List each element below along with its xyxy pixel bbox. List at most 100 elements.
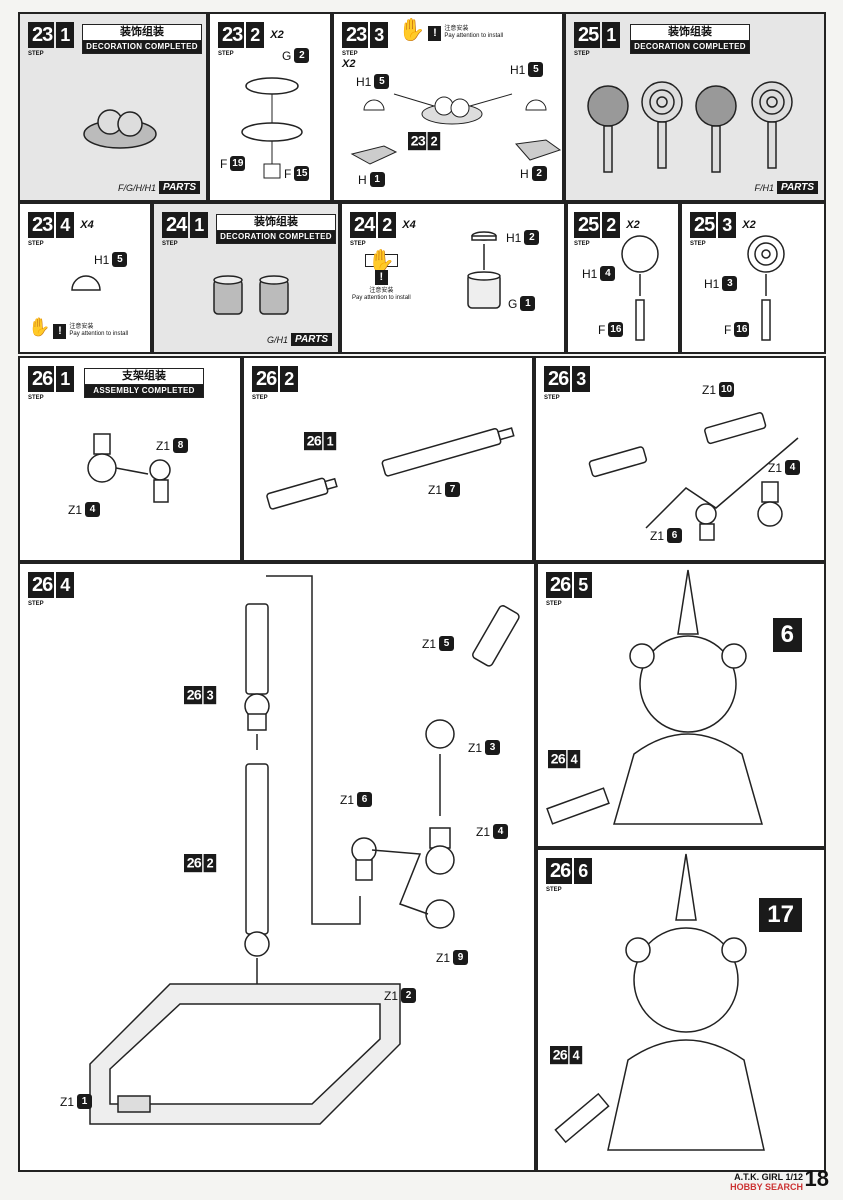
multiplier: X2	[342, 58, 356, 70]
title-box: 装饰组装 DECORATION COMPLETED	[82, 24, 202, 54]
page-number: 18	[804, 1166, 829, 1191]
figure-illustration	[554, 853, 765, 1151]
step-label: STEP	[28, 51, 44, 57]
step-number: 23	[218, 22, 245, 48]
title-en: DECORATION COMPLETED	[83, 41, 201, 53]
ball-illustration	[71, 275, 101, 291]
stand-assembly-illustration	[89, 575, 520, 1125]
step-number: 23	[342, 22, 369, 48]
step-number: 23	[28, 22, 55, 48]
exclamation-icon: !	[428, 26, 442, 41]
panel-step-23-1: 23 1 STEP 装饰组装 DECORATION COMPLETED F/G/…	[18, 12, 208, 202]
rod-illustration	[266, 427, 515, 510]
step-label: STEP	[342, 51, 358, 57]
title-zh: 装饰组装	[83, 25, 201, 41]
step-sub: 2	[246, 22, 265, 48]
step-badge: 23 3 STEP	[342, 22, 389, 57]
hand-icon: ✋	[364, 250, 399, 272]
cup-illustration	[213, 275, 289, 315]
footer: A.T.K. GIRL 1/12 HOBBY SEARCH	[730, 1172, 803, 1192]
step-sub: 3	[370, 22, 389, 48]
footer-subtitle: HOBBY SEARCH	[730, 1182, 803, 1192]
footer-title: A.T.K. GIRL 1/12	[734, 1172, 803, 1182]
rod-joint-illustration	[588, 412, 799, 541]
figure-number: 6	[772, 618, 802, 652]
multiplier: X2	[270, 29, 284, 41]
cup-assembly-illustration	[467, 231, 501, 309]
exclamation-icon: !	[374, 270, 388, 285]
joint-illustration	[87, 433, 171, 503]
step-label: STEP	[218, 51, 234, 57]
parts-tag: F/G/H/H1 PARTS	[118, 181, 200, 194]
exclamation-icon: !	[53, 324, 67, 339]
step-badge: 23 2 X2 STEP	[218, 22, 284, 57]
dish-illustration	[241, 77, 303, 179]
assembly-illustration	[350, 93, 562, 165]
figure-illustration	[546, 569, 763, 825]
parts-label: PARTS	[159, 181, 200, 194]
figure-number: 17	[759, 898, 802, 932]
step-sub: 1	[56, 22, 75, 48]
hand-icon: ✋	[28, 317, 51, 337]
lollipop-swirl-illustration	[747, 235, 785, 341]
parts-prefix: F/G/H/H1	[118, 182, 157, 193]
lollipop-plain-illustration	[621, 235, 659, 341]
decoration-illustration	[83, 109, 157, 149]
